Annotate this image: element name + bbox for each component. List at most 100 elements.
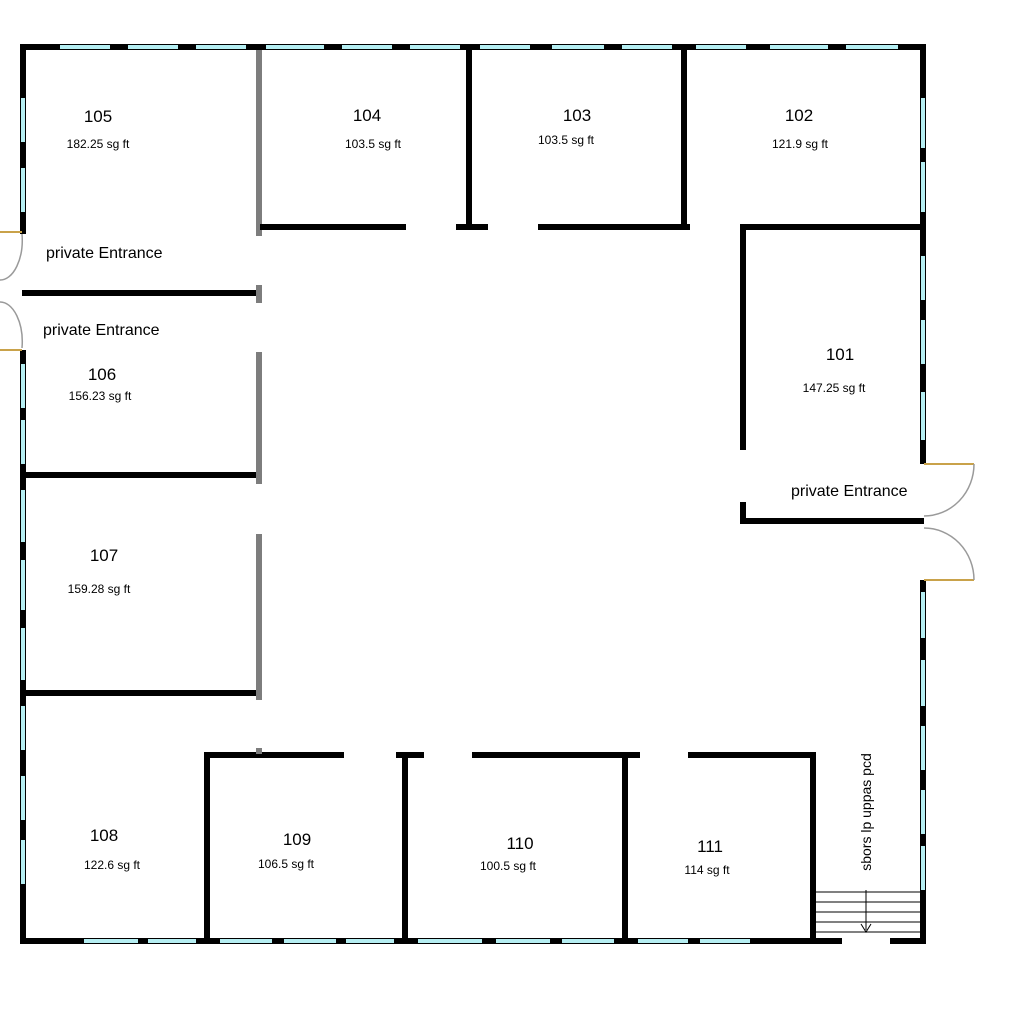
interior-wall [472,752,640,758]
window [921,726,925,770]
window [266,45,324,49]
entrance-label: private Entrance [46,245,163,262]
interior-wall [456,224,488,230]
window [921,790,925,834]
partition-wall [256,285,262,303]
room-number: 107 [89,546,119,565]
window [638,939,688,943]
window [21,706,25,750]
room-area: 114 sg ft [684,863,730,877]
window [552,45,604,49]
exterior-wall-bottom-right [890,938,926,944]
interior-wall [681,50,687,230]
room-number: 109 [282,830,312,849]
window [700,939,750,943]
room-area: 182.25 sg ft [66,137,130,151]
window [128,45,178,49]
partition-wall [256,50,262,236]
interior-wall [622,752,628,942]
interior-wall [740,518,924,524]
interior-wall [22,290,256,296]
entrance-label: private Entrance [791,483,908,500]
window [21,420,25,464]
window [480,45,530,49]
window [84,939,138,943]
interior-wall [688,752,816,758]
window [21,560,25,610]
window [21,168,25,212]
entrance-label: private Entrance [43,322,160,339]
window [21,840,25,884]
window [921,660,925,706]
room-area: 121.9 sg ft [771,137,829,151]
room-number: 111 [697,837,723,856]
window [60,45,110,49]
window [21,364,25,408]
left-entrance-door-lower [0,301,23,351]
room-area: 147.25 sg ft [802,381,866,395]
window [846,45,898,49]
room-area: 103.5 sg ft [537,133,595,147]
window [284,939,336,943]
room-number: 104 [352,106,382,125]
interior-wall [740,224,746,450]
interior-wall [538,224,690,230]
interior-wall [204,752,344,758]
window [220,939,272,943]
window [921,846,925,890]
exterior-wall-top [22,44,926,50]
partition-wall [256,748,262,754]
window [148,939,196,943]
room-area: 159.28 sg ft [67,582,131,596]
window [410,45,460,49]
window [21,490,25,542]
room-number: 108 [89,826,119,845]
room-area: 106.5 sg ft [257,857,315,871]
window [418,939,482,943]
window [346,939,394,943]
window [496,939,550,943]
interior-wall [260,224,406,230]
right-entrance-door [923,463,975,581]
room-number: 110 [506,834,534,853]
window [21,776,25,820]
stairs-label: sbors lp uppas pcd [858,753,874,871]
room-area: 156.23 sg ft [68,389,132,403]
window [196,45,246,49]
staircase [816,890,920,933]
room-area: 122.6 sg ft [83,858,141,872]
window [622,45,672,49]
room-number: 103 [562,106,592,125]
interior-wall [740,502,746,524]
room-area: 100.5 sg ft [479,859,537,873]
interior-wall [204,752,210,942]
window [21,628,25,680]
window [921,592,925,638]
interior-wall [740,224,924,230]
room-number: 106 [87,365,117,384]
left-entrance-door-upper [0,231,23,281]
interior-wall [22,472,256,478]
window [921,256,925,300]
interior-wall [466,50,472,230]
partition-wall [256,534,262,700]
window [562,939,614,943]
room-number: 102 [784,106,814,125]
window [921,98,925,148]
window [921,162,925,212]
interior-wall [22,690,256,696]
window [696,45,746,49]
exterior-wall-right-upper [920,44,926,464]
room-number: 101 [825,345,855,364]
window [921,392,925,440]
window [21,98,25,142]
partition-wall [256,352,262,484]
window [770,45,828,49]
window [342,45,392,49]
interior-wall [396,752,424,758]
window [921,320,925,364]
interior-wall [810,752,816,942]
room-area: 103.5 sg ft [344,137,402,151]
room-number: 105 [83,107,113,126]
